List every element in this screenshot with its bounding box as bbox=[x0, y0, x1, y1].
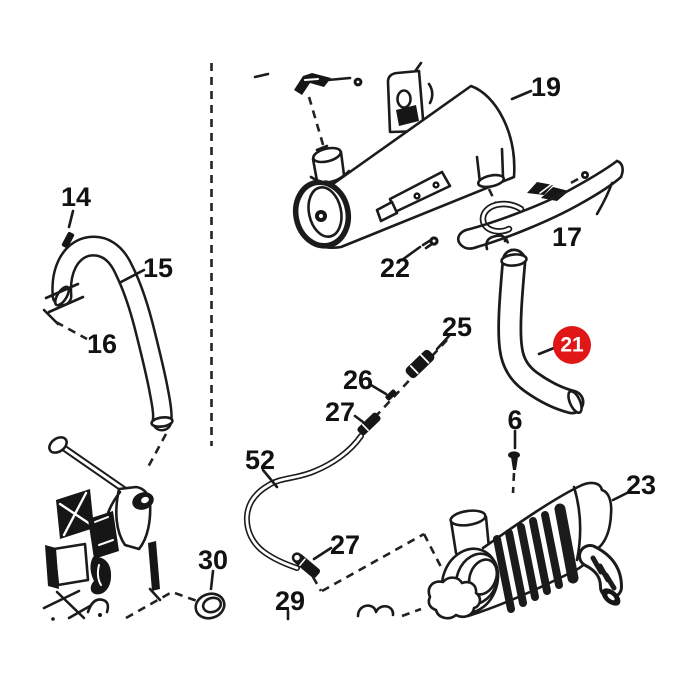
hose-15-drawing bbox=[42, 209, 174, 470]
heat-shield-drawing bbox=[456, 159, 624, 250]
assembly-dashes bbox=[321, 532, 443, 618]
engine-assembly-drawing bbox=[42, 436, 198, 621]
fuel-hose-52-drawing bbox=[243, 433, 364, 621]
bolt-6-drawing bbox=[508, 429, 520, 494]
highlight-badge-part-21[interactable]: 21 bbox=[537, 326, 591, 364]
muffler-inlet-port bbox=[309, 144, 351, 184]
part-label-15-1: 15 bbox=[143, 253, 173, 283]
part-label-29-14: 29 bbox=[275, 586, 305, 616]
part-label-30-13: 30 bbox=[198, 545, 228, 575]
fuel-line-fittings-drawing bbox=[353, 334, 451, 436]
highlight-leader-line bbox=[537, 346, 556, 356]
part-label-6-11: 6 bbox=[507, 405, 522, 435]
part-label-17-4: 17 bbox=[552, 222, 582, 252]
highlight-part-number: 21 bbox=[560, 334, 584, 357]
part-label-25-6: 25 bbox=[442, 312, 472, 342]
part-label-27-8: 27 bbox=[325, 397, 355, 427]
exhaust-pipe-21-drawing bbox=[497, 248, 585, 415]
filter-pleats bbox=[493, 503, 579, 613]
muffler-drawing bbox=[292, 84, 516, 250]
dashed-centerline bbox=[210, 63, 270, 446]
muffler-base-plate bbox=[375, 170, 452, 223]
part-label-23-12: 23 bbox=[626, 470, 656, 500]
part-label-26-7: 26 bbox=[343, 365, 373, 395]
air-cleaner-elbow bbox=[578, 544, 623, 606]
air-cleaner-23-drawing bbox=[356, 481, 631, 620]
highlight-badge-layer: 21 bbox=[537, 326, 591, 364]
grommet-30-drawing bbox=[194, 569, 226, 620]
leader-lines bbox=[510, 89, 533, 101]
bolt-22-drawing bbox=[400, 236, 439, 262]
muffler-bracket-plate-drawing bbox=[386, 61, 434, 134]
exhaust-hook-clamp-drawing bbox=[479, 171, 589, 251]
screw-14 bbox=[61, 231, 75, 249]
part-label-52-9: 52 bbox=[245, 445, 275, 475]
muffler-outlet-port bbox=[475, 147, 506, 189]
part-label-19-3: 19 bbox=[531, 72, 561, 102]
highlight-circle bbox=[553, 326, 591, 364]
part-label-27-10: 27 bbox=[330, 530, 360, 560]
part-label-22-5: 22 bbox=[380, 253, 410, 283]
part-label-14-0: 14 bbox=[61, 182, 91, 212]
part-label-16-2: 16 bbox=[87, 329, 117, 359]
top-clamp-bracket-drawing bbox=[294, 73, 363, 149]
